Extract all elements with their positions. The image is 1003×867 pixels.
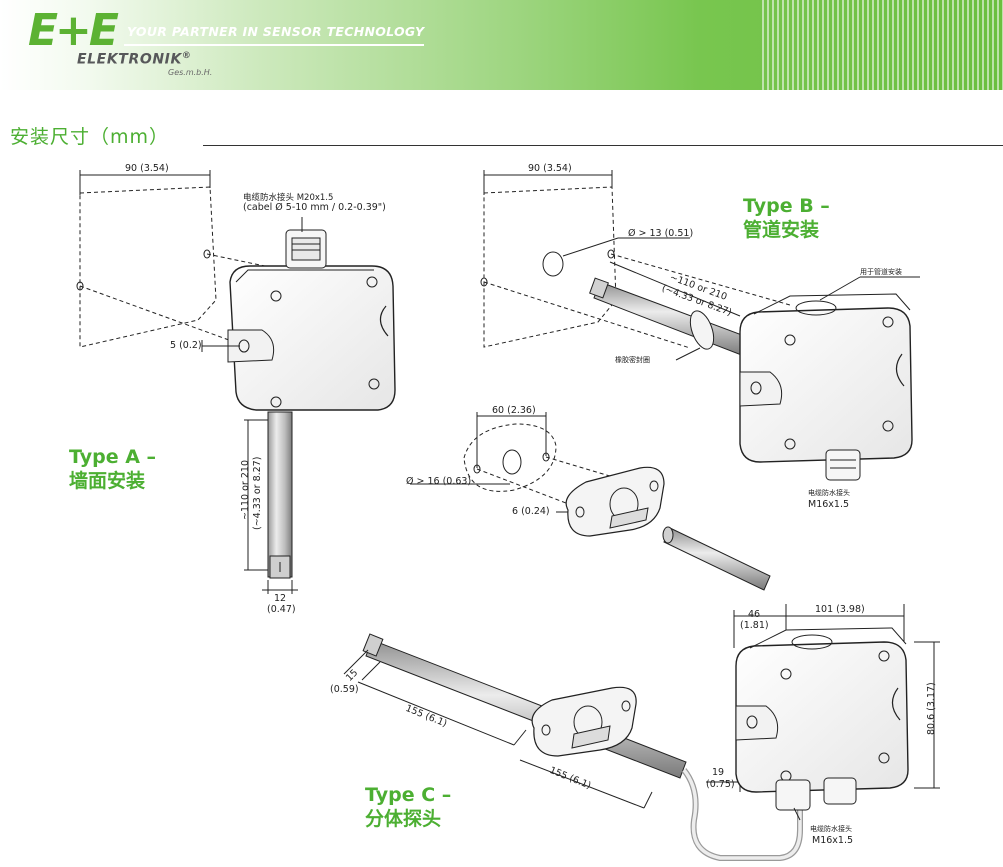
section-title: 安装尺寸（mm） [10, 126, 170, 148]
header-stripes [762, 0, 1003, 90]
type-b-gland-thread: M16x1.5 [808, 499, 850, 510]
type-a-probe-dia: 12 [274, 593, 287, 604]
section-title-rule [203, 145, 1003, 146]
company-name: ELEKTRONIK® [77, 51, 192, 68]
type-b-label-title: Type B – [743, 195, 830, 217]
type-a-probe-length: ~110 or 210 [240, 460, 251, 520]
type-a-width-dim: 90 (3.54) [125, 163, 169, 174]
type-a-label-title: Type A – [69, 446, 157, 468]
company-name-text: ELEKTRONIK [77, 51, 182, 68]
type-b-duct-note: 用于管道安装 [860, 268, 902, 276]
type-a-probe-dia-in: (0.47) [267, 604, 296, 615]
registered-mark: ® [181, 51, 192, 61]
type-c-tip-dim-in: (0.59) [330, 684, 359, 695]
type-c-cable-dia-in: (0.75) [706, 779, 735, 790]
type-c-width: 101 (3.98) [815, 604, 865, 615]
type-a-label: Type A – 墙面安装 [69, 445, 156, 493]
type-c-gland-thread: M16x1.5 [812, 835, 854, 846]
type-c-gland-note: 电缆防水接头 [810, 825, 852, 833]
header-banner: E+E YOUR PARTNER IN SENSOR TECHNOLOGY EL… [0, 0, 1003, 90]
type-a-cable-note: (cabel Ø 5-10 mm / 0.2-0.39") [243, 202, 386, 213]
tagline: YOUR PARTNER IN SENSOR TECHNOLOGY [127, 24, 425, 39]
type-c-label: Type C – 分体探头 [365, 783, 451, 831]
type-c-label-title: Type C – [365, 784, 452, 806]
type-a-drawing [76, 170, 396, 594]
type-b-label-subtitle: 管道安装 [743, 219, 820, 241]
tagline-underline [124, 44, 424, 46]
type-a-label-subtitle: 墙面安装 [69, 470, 146, 492]
type-b-flange-spacing: 60 (2.36) [492, 405, 536, 416]
type-b-seal-note: 橡胶密封圈 [615, 356, 650, 364]
type-c-label-subtitle: 分体探头 [365, 808, 442, 830]
type-b-flange-thickness: 6 (0.24) [512, 506, 550, 517]
type-a-gland-note: 电缆防水接头 M20x1.5 [243, 193, 334, 203]
type-b-gland-note: 电缆防水接头 [808, 489, 850, 497]
legal-form: Ges.m.b.H. [168, 68, 213, 77]
type-b-drawing [410, 170, 920, 591]
type-b-hole-dim: Ø > 13 (0.51) [628, 228, 694, 239]
type-c-depth: 46 [748, 609, 761, 620]
type-c-cable-dia: 19 [712, 767, 725, 778]
type-b-width-dim: 90 (3.54) [528, 163, 572, 174]
type-a-hole-dim: 5 (0.2) [170, 340, 202, 351]
type-c-depth-in: (1.81) [740, 620, 769, 631]
type-c-height: 80.6 (3.17) [926, 682, 937, 735]
type-a-probe-length-in: (~4.33 or 8.27) [252, 456, 263, 530]
type-c-drawing [343, 604, 940, 861]
type-b-label: Type B – 管道安装 [743, 194, 830, 242]
type-b-flange-hole: Ø > 16 (0.63) [406, 476, 472, 487]
logo-mark: E+E [28, 5, 119, 56]
